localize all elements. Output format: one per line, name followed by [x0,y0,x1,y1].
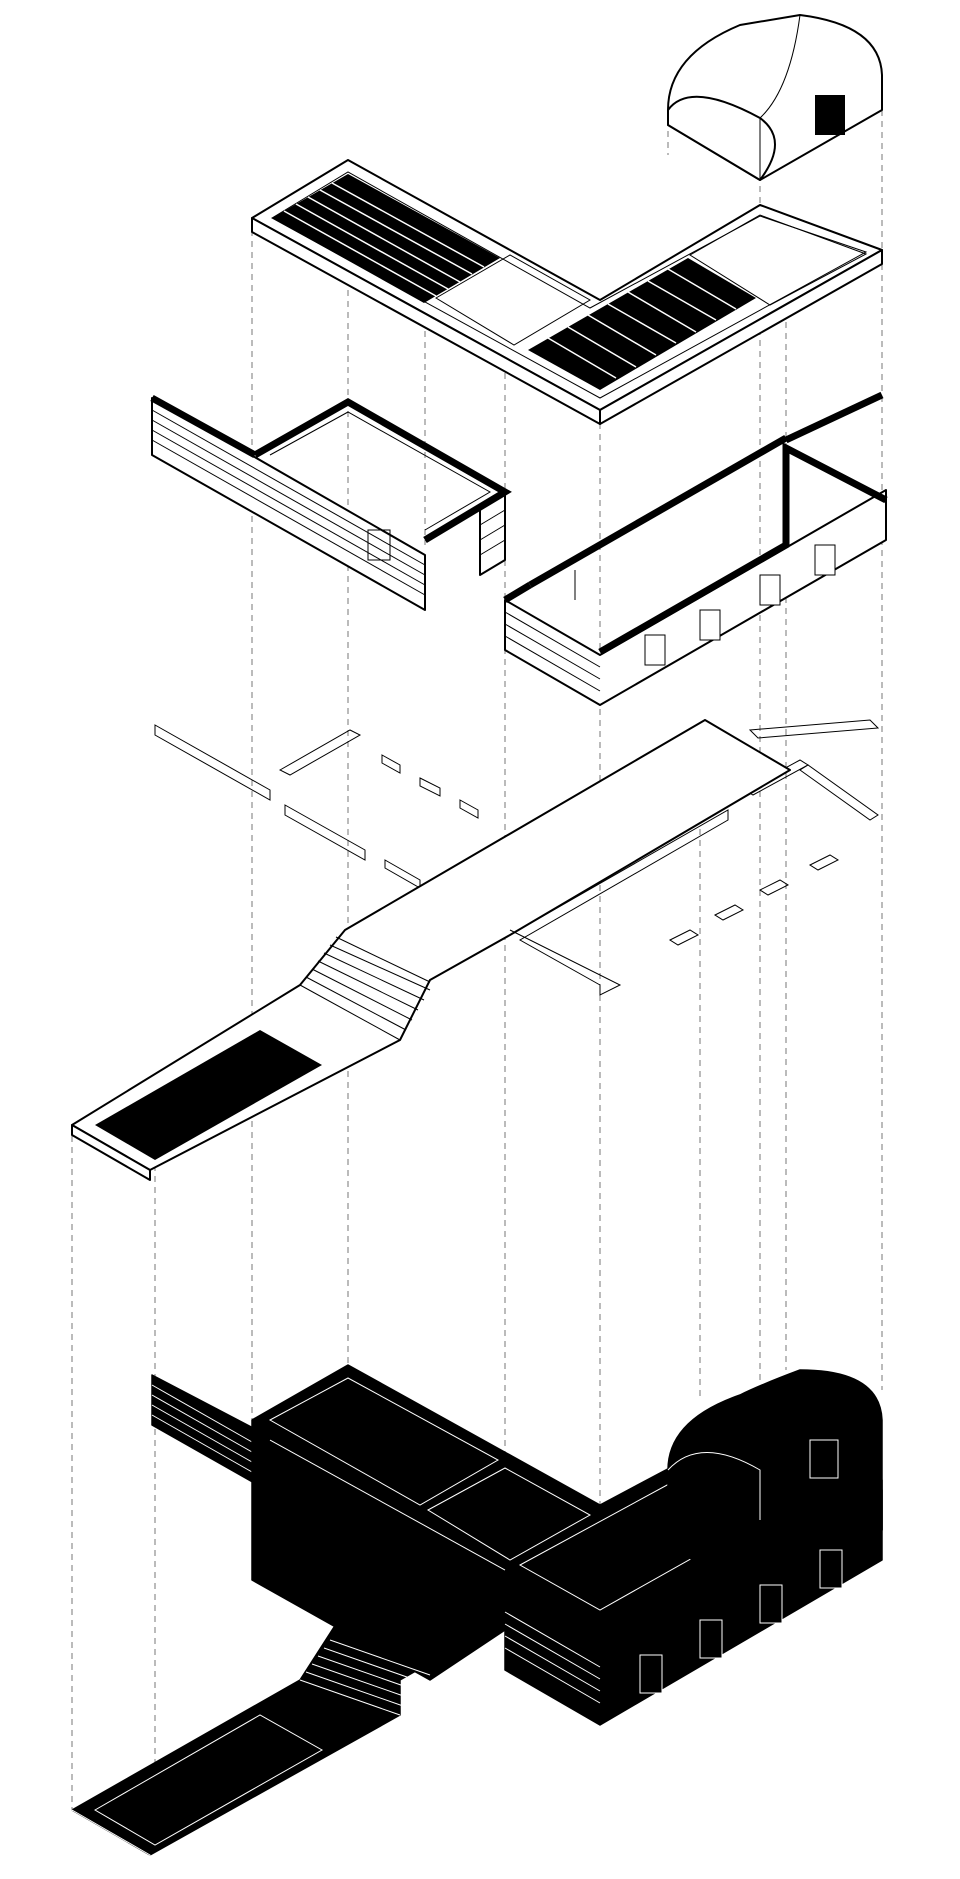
assembled-building [71,1364,883,1866]
vaulted-roof-volume [667,14,883,181]
vault-door-icon [815,95,845,135]
walls-level [150,391,888,706]
roof-slab-with-skylights [251,159,883,425]
platform-with-stairs-and-pool [71,719,880,1181]
